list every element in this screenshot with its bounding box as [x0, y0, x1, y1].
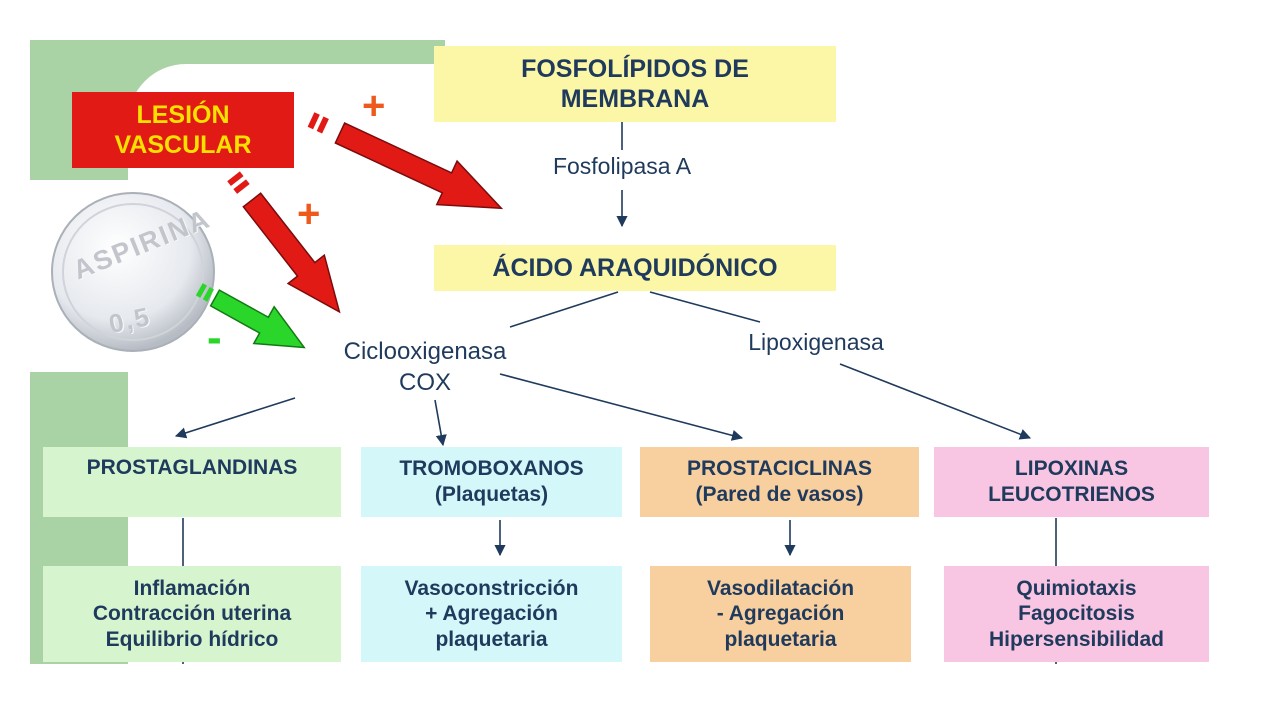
prostaciclinas-effect-3: plaquetaria [724, 627, 837, 651]
lipoxinas-box: LIPOXINAS LEUCOTRIENOS [934, 447, 1209, 517]
prostaglandinas-line1: PROSTAGLANDINAS [86, 456, 298, 479]
fosfolipidos-box: FOSFOLÍPIDOS DE MEMBRANA [434, 46, 836, 122]
green-arrow [195, 283, 306, 349]
connector-acido-cox [509, 291, 619, 328]
prostaciclinas-effect-2: - Agregación [716, 602, 845, 626]
plus-sign-upper: + [362, 84, 386, 128]
prostaciclinas-line2: (Pared de vasos) [695, 483, 864, 506]
lipoxinas-effect-2: Fagocitosis [1018, 602, 1135, 626]
cox-line1: Ciclooxigenasa [343, 338, 507, 365]
aspirin-pill [51, 192, 215, 352]
connector-acido-lipox [649, 291, 761, 323]
lipoxinas-effects-box: Quimiotaxis Fagocitosis Hipersensibilida… [944, 566, 1209, 662]
minus-sign: - [207, 313, 222, 362]
arrow-to-prostaglandinas [174, 397, 296, 439]
prostaglandinas-effect-2: Contracción uterina [92, 602, 292, 626]
red-arrow-lower [227, 171, 341, 314]
prostaglandinas-effect-3: Equilibrio hídrico [105, 627, 279, 651]
prostaciclinas-box: PROSTACICLINAS (Pared de vasos) [640, 447, 919, 517]
cox-label: Ciclooxigenasa COX [310, 336, 540, 398]
fosfolipasa-label: Fosfolipasa A [552, 153, 692, 179]
acido-label: ÁCIDO ARAQUIDÓNICO [492, 253, 778, 282]
tromboxanos-effect-3: plaquetaria [435, 627, 548, 651]
arrow-to-lipoxinas [839, 363, 1032, 440]
tromboxanos-effect-1: Vasoconstricción [404, 576, 579, 600]
tromboxanos-effects-box: Vasoconstricción + Agregación plaquetari… [361, 566, 622, 662]
lesion-vascular-box: LESIÓN VASCULAR [72, 92, 294, 168]
acido-araquidonico-box: ÁCIDO ARAQUIDÓNICO [434, 245, 836, 291]
prostaglandinas-effect-1: Inflamación [133, 576, 251, 600]
plus-sign-lower: + [297, 192, 321, 236]
prostaciclinas-effects-box: Vasodilatación - Agregación plaquetaria [650, 566, 911, 662]
red-arrow-upper [307, 112, 504, 210]
lipoxinas-effect-1: Quimiotaxis [1016, 576, 1137, 600]
prostaglandinas-box: PROSTAGLANDINAS [43, 447, 341, 517]
tromboxanos-box: TROMOBOXANOS (Plaquetas) [361, 447, 622, 517]
lesion-line1: LESIÓN [136, 100, 230, 129]
arrow-to-tromboxanos [434, 399, 447, 447]
arrow-to-prostaciclinas [499, 373, 744, 441]
lesion-line2: VASCULAR [114, 131, 252, 159]
cox-line2: COX [398, 369, 451, 397]
tromboxanos-line1: TROMOBOXANOS [399, 457, 584, 481]
prostaglandinas-effects-box: Inflamación Contracción uterina Equilibr… [43, 566, 341, 662]
tromboxanos-effect-2: + Agregación [425, 602, 558, 626]
fosfolipidos-line1: FOSFOLÍPIDOS DE [521, 54, 749, 83]
lipoxinas-line1: LIPOXINAS [1014, 457, 1129, 481]
prostaciclinas-line1: PROSTACICLINAS [686, 457, 873, 481]
lipoxinas-effect-3: Hipersensibilidad [988, 627, 1165, 651]
prostaciclinas-effect-1: Vasodilatación [706, 576, 855, 600]
lipoxinas-line2: LEUCOTRIENOS [988, 483, 1155, 506]
fosfolipidos-line2: MEMBRANA [560, 85, 710, 113]
tromboxanos-line2: (Plaquetas) [434, 483, 549, 506]
lipoxigenasa-label: Lipoxigenasa [748, 329, 884, 355]
